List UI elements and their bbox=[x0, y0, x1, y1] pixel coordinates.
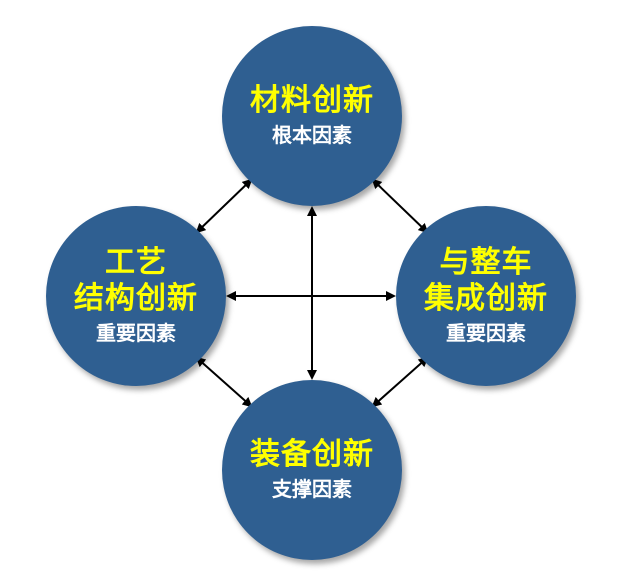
node-title-line: 工艺 bbox=[105, 245, 167, 280]
node-title-line: 集成创新 bbox=[424, 281, 548, 316]
arrow-top-right bbox=[371, 178, 429, 234]
arrow-right-bottom bbox=[371, 356, 429, 408]
node-title-line: 结构创新 bbox=[74, 281, 198, 316]
equipment-innovation-node: 装备创新 支撑因素 bbox=[222, 380, 402, 560]
arrow-left-bottom bbox=[195, 356, 253, 408]
process-structure-innovation-node: 工艺 结构创新 重要因素 bbox=[46, 206, 226, 386]
node-subtitle: 支撑因素 bbox=[272, 477, 352, 501]
node-title-line: 与整车 bbox=[439, 245, 533, 280]
node-subtitle: 重要因素 bbox=[96, 321, 176, 345]
arrow-top-left bbox=[195, 178, 253, 234]
node-subtitle: 根本因素 bbox=[272, 123, 352, 147]
vehicle-integration-innovation-node: 与整车 集成创新 重要因素 bbox=[396, 206, 576, 386]
node-title-line: 材料创新 bbox=[250, 83, 374, 118]
node-subtitle: 重要因素 bbox=[446, 321, 526, 345]
material-innovation-node: 材料创新 根本因素 bbox=[222, 26, 402, 206]
node-title-line: 装备创新 bbox=[250, 437, 374, 472]
